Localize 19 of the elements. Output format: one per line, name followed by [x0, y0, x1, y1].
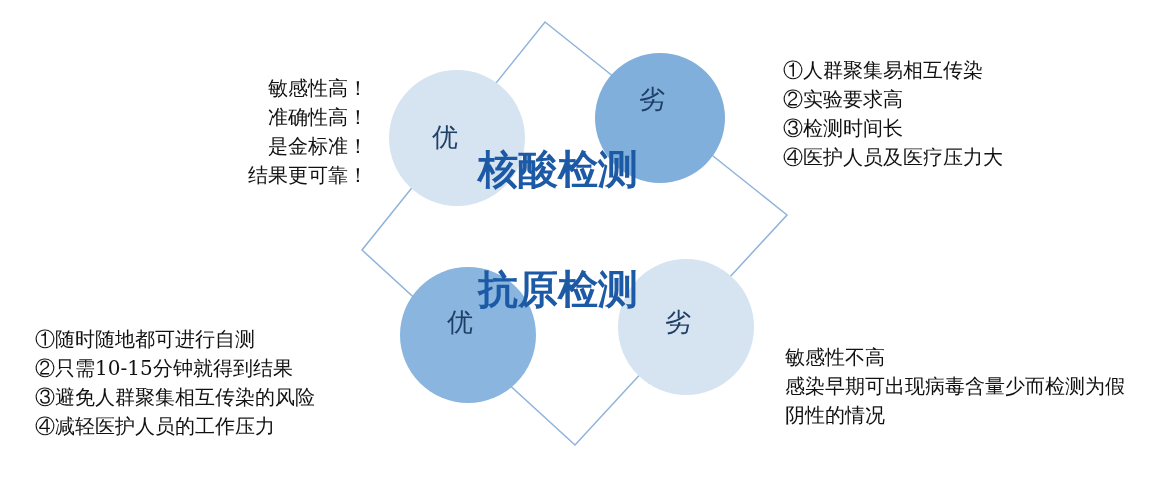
circle-label: 优 — [432, 121, 458, 154]
side-note: ④医护人员及医疗压力大 — [783, 144, 1003, 171]
side-note: 敏感性高！ — [267, 75, 368, 102]
side-note: 感染早期可出现病毒含量少而检测为假阴性的情况 — [785, 373, 1126, 429]
side-note: 是金标准！ — [267, 133, 368, 160]
circle-label: 优 — [447, 306, 473, 339]
circle-label: 劣 — [639, 83, 665, 116]
side-note: ①人群聚集易相互传染 — [783, 57, 984, 84]
side-note: ①随时随地都可进行自测 — [35, 326, 256, 353]
side-note: ③避免人群聚集相互传染的风险 — [35, 384, 315, 411]
side-note: ②实验要求高 — [783, 86, 904, 113]
heading: 抗原检测 — [478, 265, 638, 314]
side-note: 准确性高！ — [267, 104, 368, 131]
side-note: ④减轻医护人员的工作压力 — [35, 413, 276, 440]
side-note: 结果更可靠！ — [248, 162, 368, 189]
side-note: ③检测时间长 — [783, 115, 904, 142]
side-note: ②只需10-15分钟就得到结果 — [35, 355, 294, 382]
side-note: 敏感性不高 — [785, 344, 886, 371]
circle-label: 劣 — [665, 306, 691, 339]
